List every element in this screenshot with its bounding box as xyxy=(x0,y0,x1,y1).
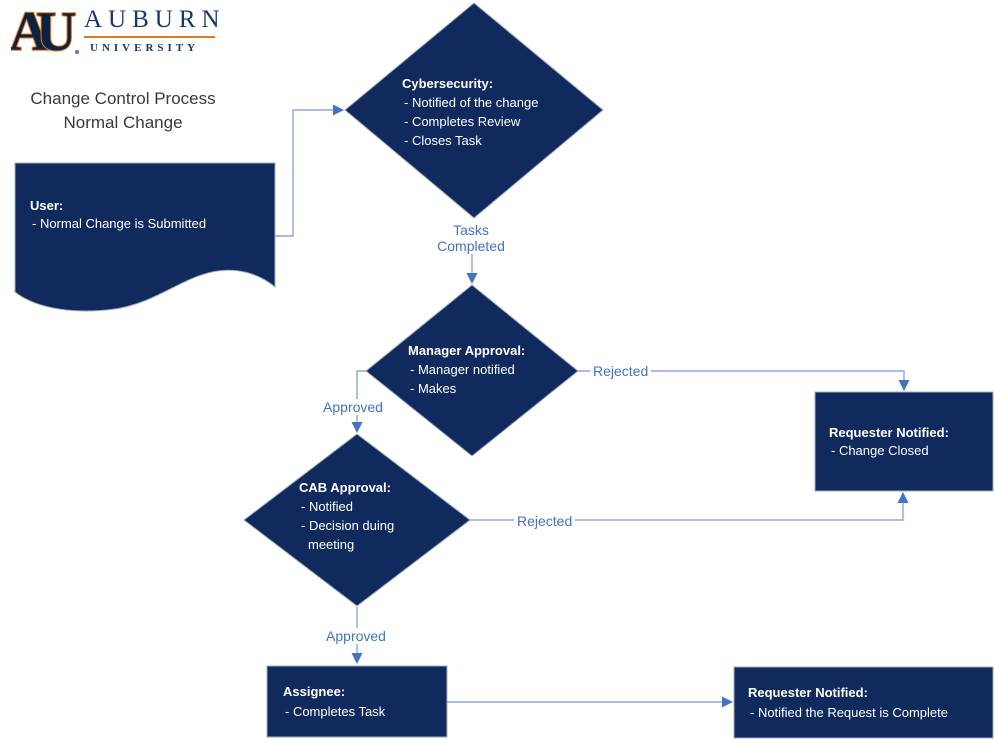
label-approved-manager: Approved xyxy=(320,399,386,415)
connector-cab-rejected-to-requester xyxy=(470,500,904,521)
title-line1: Change Control Process xyxy=(30,89,216,108)
arrowhead-into-assignee xyxy=(351,653,363,664)
connector-manager-rejected-to-requester xyxy=(578,370,905,383)
cybersecurity-diamond-shape xyxy=(344,2,604,219)
svg-text:U: U xyxy=(36,1,76,59)
label-rejected-cab: Rejected xyxy=(514,513,576,529)
arrowhead-into-requester-complete xyxy=(722,696,733,708)
arrowhead-into-requester-top xyxy=(898,380,910,391)
assignee-rect-shape xyxy=(266,665,448,738)
logo-divider xyxy=(84,36,215,38)
label-line: Tasks xyxy=(453,222,489,238)
arrowhead-into-requester-bottom xyxy=(897,492,909,503)
auburn-logo: A U xyxy=(11,1,83,59)
auburn-university-subtext: UNIVERSITY xyxy=(90,42,200,54)
connector-user-to-cybersecurity xyxy=(275,109,334,237)
cab-approval-diamond-shape xyxy=(243,433,471,607)
auburn-wordmark-text: AUBURN xyxy=(84,6,226,33)
arrowhead-into-cybersecurity xyxy=(333,104,344,116)
requester-complete-rect-shape xyxy=(733,666,994,739)
arrowhead-into-manager xyxy=(466,273,478,284)
user-document-shape xyxy=(14,162,276,312)
svg-text:A: A xyxy=(11,1,50,59)
auburn-wordmark: AUBURN UNIVERSITY xyxy=(84,6,226,54)
arrowhead-into-cab xyxy=(351,422,363,433)
label-line: Completed xyxy=(437,238,505,254)
title-line2: Normal Change xyxy=(63,113,183,132)
connector-manager-approved-to-cab xyxy=(356,370,366,425)
page-title: Change Control Process Normal Change xyxy=(8,87,238,135)
au-monogram-icon: A U xyxy=(11,1,79,59)
label-approved-cab: Approved xyxy=(323,628,389,644)
label-rejected-manager: Rejected xyxy=(590,363,652,379)
label-tasks-completed: Tasks Completed xyxy=(434,222,508,254)
requester-closed-rect-shape xyxy=(814,391,994,492)
manager-approval-diamond-shape xyxy=(365,284,579,457)
